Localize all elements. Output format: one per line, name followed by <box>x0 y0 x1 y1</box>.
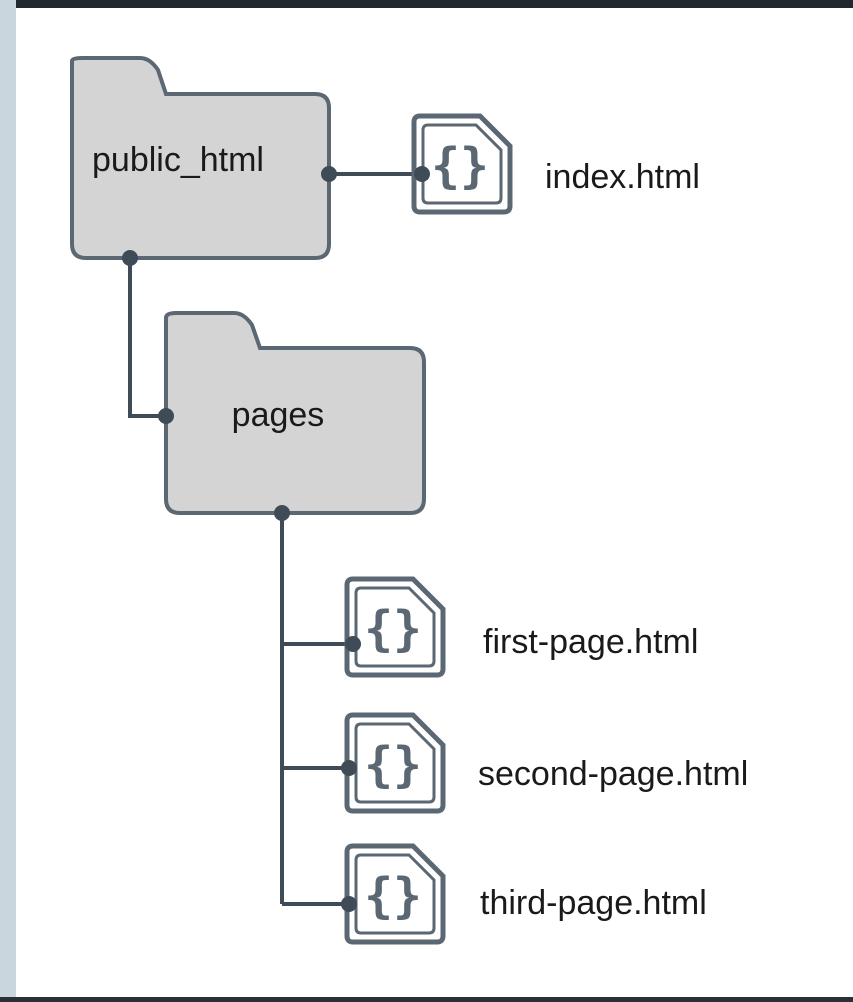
svg-text:{}: {} <box>431 138 489 194</box>
svg-text:{}: {} <box>364 601 422 657</box>
file-label-first-page: first-page.html <box>483 623 698 661</box>
folder-icon <box>70 56 331 260</box>
folder-pages: pages <box>158 311 426 521</box>
file-index-html: {} index.html <box>414 116 700 212</box>
connector-dot <box>414 166 430 182</box>
file-first-page-html: {} first-page.html <box>345 579 698 675</box>
connector-dot <box>345 636 361 652</box>
connector-root-to-pages <box>128 258 166 418</box>
connector-dot <box>321 166 337 182</box>
file-third-page-html: {} third-page.html <box>341 846 707 942</box>
file-label-third-page: third-page.html <box>480 884 707 922</box>
diagram-canvas: public_html pages {} index.html <box>16 8 853 997</box>
file-tree-diagram: public_html pages {} index.html <box>70 56 748 997</box>
left-border-strip <box>0 0 16 997</box>
file-second-page-html: {} second-page.html <box>341 715 748 811</box>
connector-dot <box>274 505 290 521</box>
connector-dot <box>122 250 138 266</box>
connector-dot <box>341 760 357 776</box>
html-file-icon: {} <box>347 846 443 942</box>
folder-public-html: public_html <box>70 56 337 266</box>
svg-text:{}: {} <box>364 737 422 793</box>
connectors <box>128 172 422 906</box>
file-label-index: index.html <box>545 158 700 196</box>
folder-label-pages: pages <box>232 396 325 434</box>
html-file-icon: {} <box>347 579 443 675</box>
connector-dot <box>158 408 174 424</box>
html-file-icon: {} <box>414 116 510 212</box>
connector-dot <box>341 896 357 912</box>
html-file-icon: {} <box>347 715 443 811</box>
folder-icon <box>164 311 426 515</box>
file-label-second-page: second-page.html <box>478 755 748 793</box>
folder-label-public-html: public_html <box>92 141 264 179</box>
svg-text:{}: {} <box>364 868 422 924</box>
